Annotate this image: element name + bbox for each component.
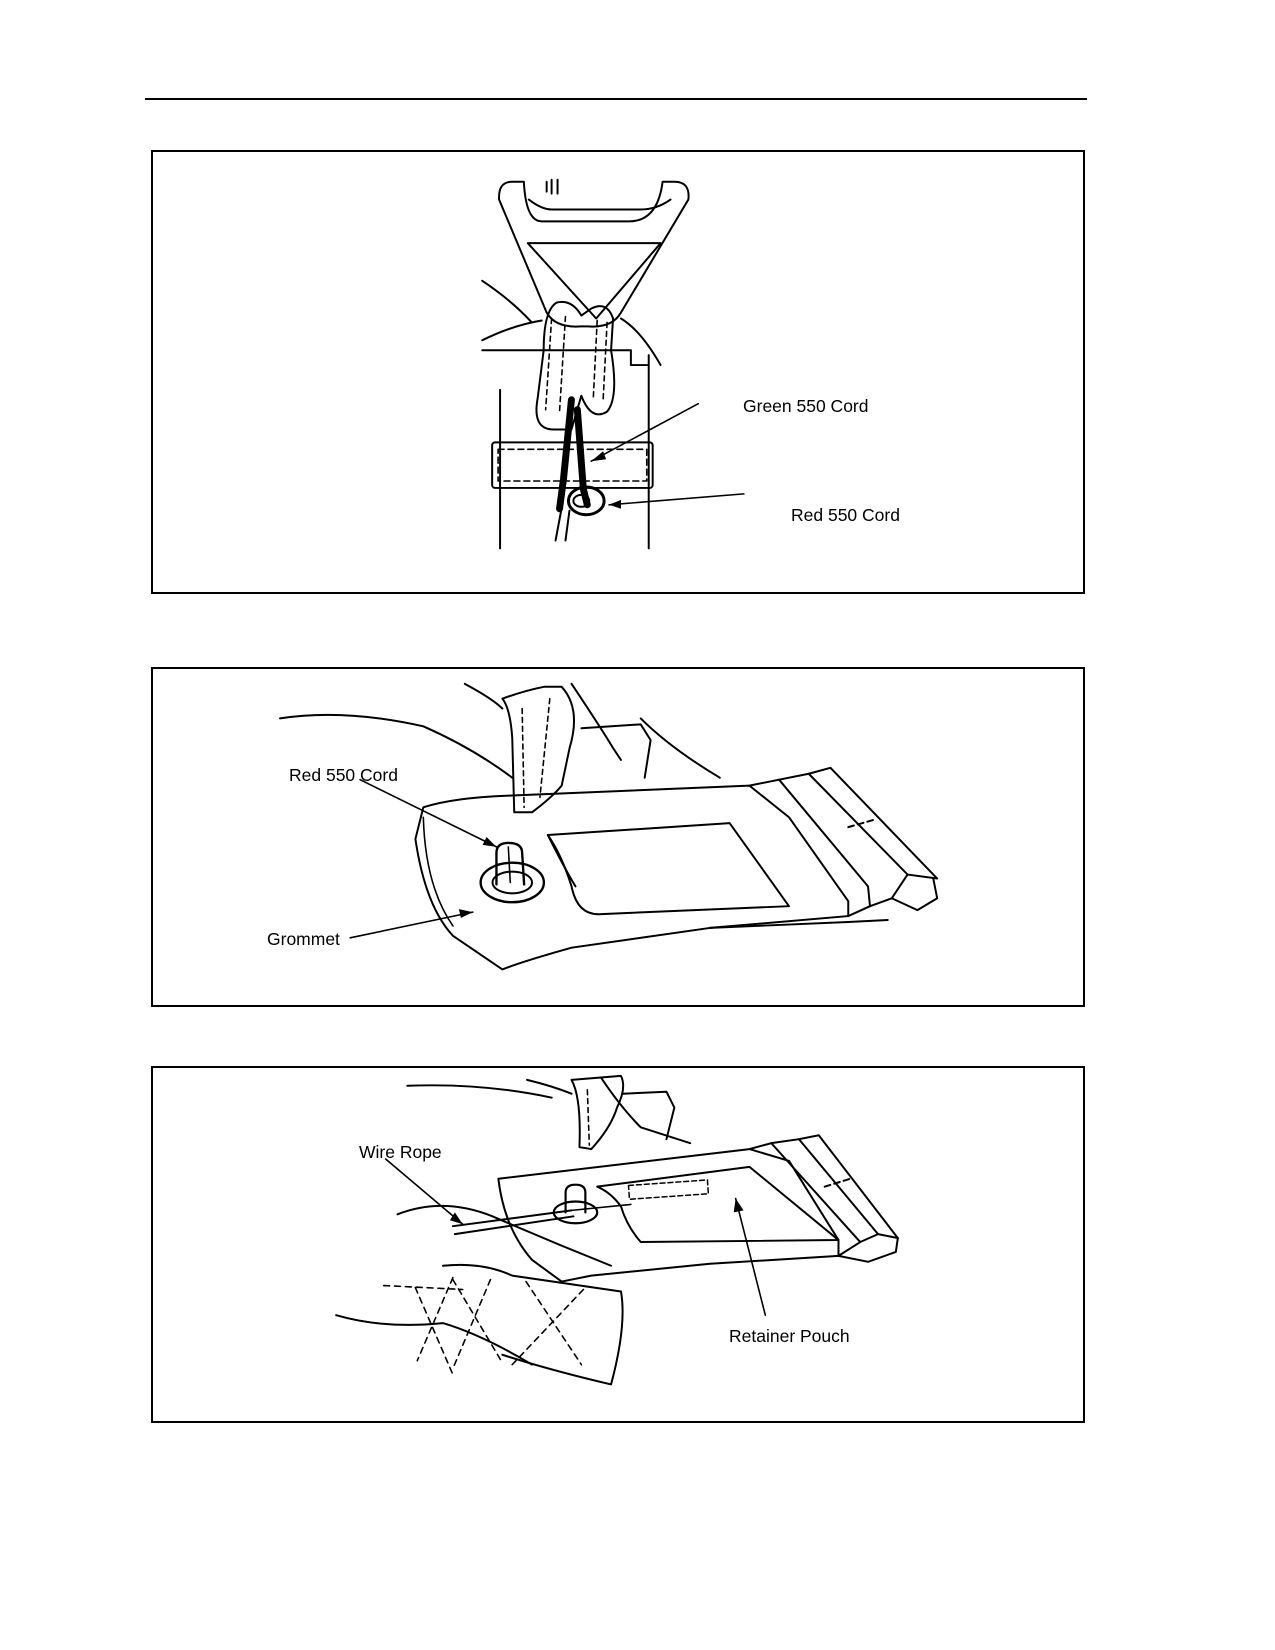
callout-red-cord: Red 550 Cord	[289, 765, 398, 785]
red-cord-loop	[566, 485, 606, 517]
callout-red-cord: Red 550 Cord	[791, 505, 900, 525]
link-and-cords-illustration	[481, 178, 745, 550]
retainer-pouch-leader	[734, 1197, 767, 1316]
end-fitting	[748, 778, 871, 918]
end-fitting	[748, 1142, 862, 1257]
red-cord-tab	[495, 841, 526, 886]
retainer-pouch	[596, 1165, 840, 1244]
grommet	[479, 861, 546, 904]
connector-link	[498, 180, 690, 328]
callout-retainer-pouch: Retainer Pouch	[729, 1326, 850, 1346]
grommet-leader	[349, 911, 474, 939]
keeper-stitching	[497, 448, 648, 482]
arm-lines	[481, 279, 662, 367]
pinched-strap	[501, 685, 575, 814]
pinched-strap	[570, 1074, 625, 1151]
grommet-illustration	[279, 682, 939, 971]
wire-rope-illustration	[335, 1074, 899, 1386]
link-window	[526, 242, 662, 320]
callout-wire-rope: Wire Rope	[359, 1142, 442, 1162]
figure-panel-wire-rope: Wire Rope Retainer Pouch	[151, 1066, 1085, 1423]
red-cord-leader	[359, 778, 498, 848]
x-stitching	[382, 1276, 585, 1376]
folded-strap	[535, 300, 616, 431]
strap-stitching	[544, 315, 608, 413]
hand-outline	[279, 682, 721, 779]
pouch-body	[414, 784, 850, 971]
pouch-body	[497, 1148, 840, 1283]
retainer-flap	[546, 822, 790, 916]
retainer-window	[627, 1179, 710, 1201]
keeper-band	[491, 441, 654, 489]
callout-green-cord: Green 550 Cord	[743, 396, 869, 416]
header-rule	[145, 98, 1087, 100]
lower-strap	[441, 1263, 624, 1386]
figure-panel-cords: Green 550 Cord Red 550 Cord	[151, 150, 1085, 594]
link-crossbar	[527, 198, 672, 211]
callout-grommet: Grommet	[267, 929, 340, 949]
wire-rope-leader	[384, 1158, 464, 1226]
figure-panel-grommet: Red 550 Cord Grommet	[151, 667, 1085, 1007]
red-cord-leader	[608, 493, 745, 506]
upper-strap	[545, 178, 559, 195]
wire-rope	[451, 1209, 575, 1236]
green-cord-leader	[590, 402, 700, 462]
green-cord	[556, 396, 591, 513]
riser-body	[499, 349, 650, 550]
hand-outline	[406, 1076, 692, 1145]
